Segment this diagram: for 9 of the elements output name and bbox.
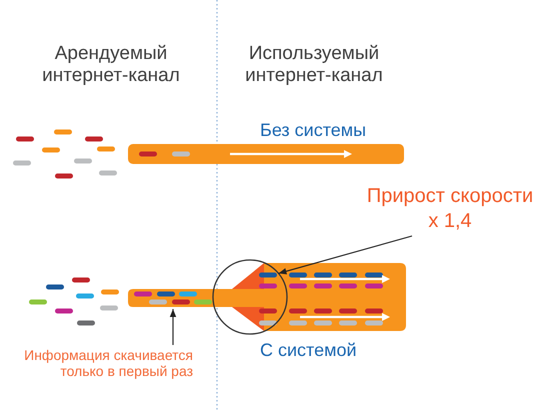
magnifier-circle [212, 259, 288, 335]
callout-text: Прирост скорости x 1,4 [364, 184, 536, 234]
arrow [278, 235, 412, 274]
note-text: Информация скачивается только в первый раз [20, 347, 193, 379]
arrow [170, 309, 176, 345]
scenario-label: С системой [260, 340, 357, 361]
column-heading: Используемый интернет-канал [244, 43, 384, 87]
column-heading: Арендуемый интернет-канал [41, 43, 181, 87]
scenario-label: Без системы [260, 120, 366, 141]
